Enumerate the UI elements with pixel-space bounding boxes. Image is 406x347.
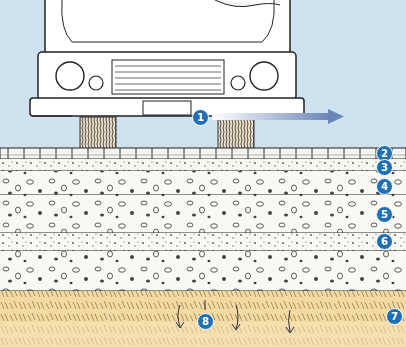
reservoir-layer <box>0 251 406 291</box>
infiltration-arrows <box>232 305 240 330</box>
reservoir-layer <box>0 251 406 291</box>
car <box>30 0 304 116</box>
binder-layer <box>0 159 406 171</box>
car <box>112 60 224 94</box>
car <box>115 66 221 90</box>
tire <box>80 117 254 149</box>
filter-layer <box>0 233 406 251</box>
callout-number: 4 <box>376 178 393 195</box>
car <box>250 62 278 90</box>
callout-number: 8 <box>197 313 214 330</box>
reservoir-layer <box>0 251 406 291</box>
car <box>38 52 296 100</box>
car <box>215 0 280 7</box>
base-layer <box>0 171 406 195</box>
sky <box>0 0 406 150</box>
car <box>231 76 245 90</box>
callout-number: 6 <box>376 233 393 250</box>
load-arrow <box>212 109 344 124</box>
filter-layer <box>0 233 406 251</box>
car <box>89 76 103 90</box>
base-layer <box>0 171 406 195</box>
surface-layer <box>0 148 406 159</box>
car <box>143 101 191 115</box>
callout-number: 3 <box>376 159 393 176</box>
subbase-layer <box>0 195 406 233</box>
subgrade-soil <box>0 291 406 347</box>
subbase-layer <box>0 195 406 233</box>
callout-number: 1 <box>192 109 209 126</box>
subbase-layer <box>0 195 406 233</box>
binder-layer <box>0 159 406 171</box>
infiltration-arrows <box>286 310 294 333</box>
infiltration-arrows <box>176 300 294 333</box>
callout-number: 7 <box>386 308 403 325</box>
car <box>45 0 290 55</box>
sky <box>0 0 406 150</box>
binder-layer <box>0 159 406 171</box>
base-layer <box>0 171 406 195</box>
subgrade-soil <box>0 291 406 347</box>
infiltration-arrows <box>205 300 206 310</box>
infiltration-arrows <box>176 305 184 328</box>
car <box>56 62 84 90</box>
load-arrow <box>212 113 330 120</box>
load-arrow <box>328 109 344 124</box>
filter-layer <box>0 233 406 251</box>
callout-number: 5 <box>376 206 393 223</box>
surface-layer <box>0 148 406 159</box>
tire <box>218 117 254 149</box>
tire <box>80 117 116 149</box>
